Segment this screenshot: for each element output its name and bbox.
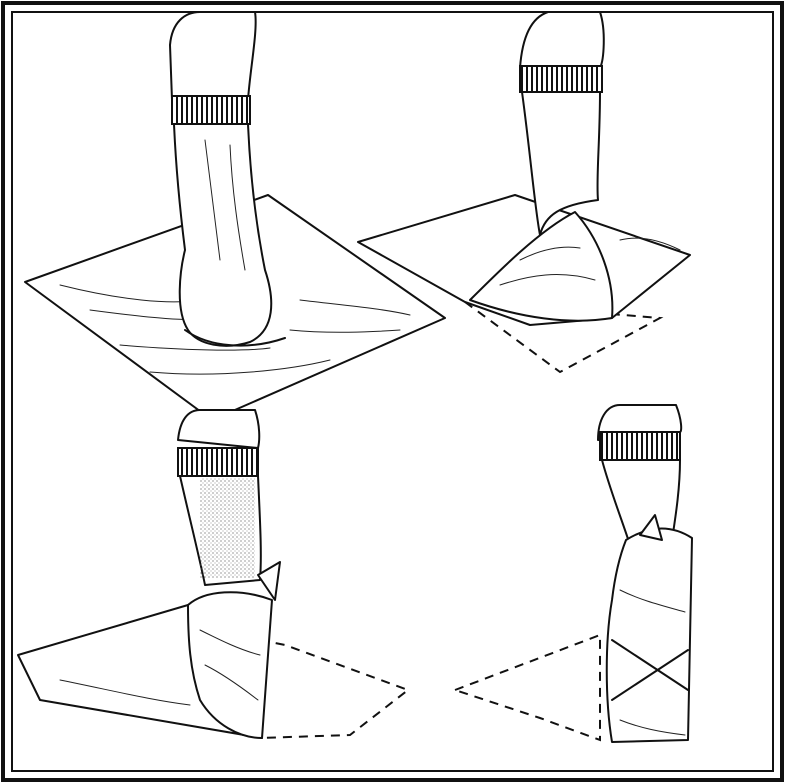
leg bbox=[170, 12, 256, 100]
wrapped-foot bbox=[607, 528, 692, 742]
sock-band bbox=[172, 96, 250, 124]
sock-band bbox=[520, 66, 602, 92]
leg bbox=[178, 410, 259, 448]
fold-line-dashed bbox=[455, 635, 600, 740]
panel-step-4 bbox=[455, 405, 692, 742]
sock-stipple bbox=[200, 478, 255, 578]
sock-band bbox=[178, 448, 258, 476]
panel-step-3 bbox=[18, 410, 408, 738]
fold-line-dashed bbox=[260, 640, 408, 738]
leg bbox=[520, 12, 604, 68]
panel-step-1 bbox=[25, 12, 445, 420]
sock-band bbox=[600, 432, 680, 460]
sock-foot bbox=[174, 124, 271, 346]
